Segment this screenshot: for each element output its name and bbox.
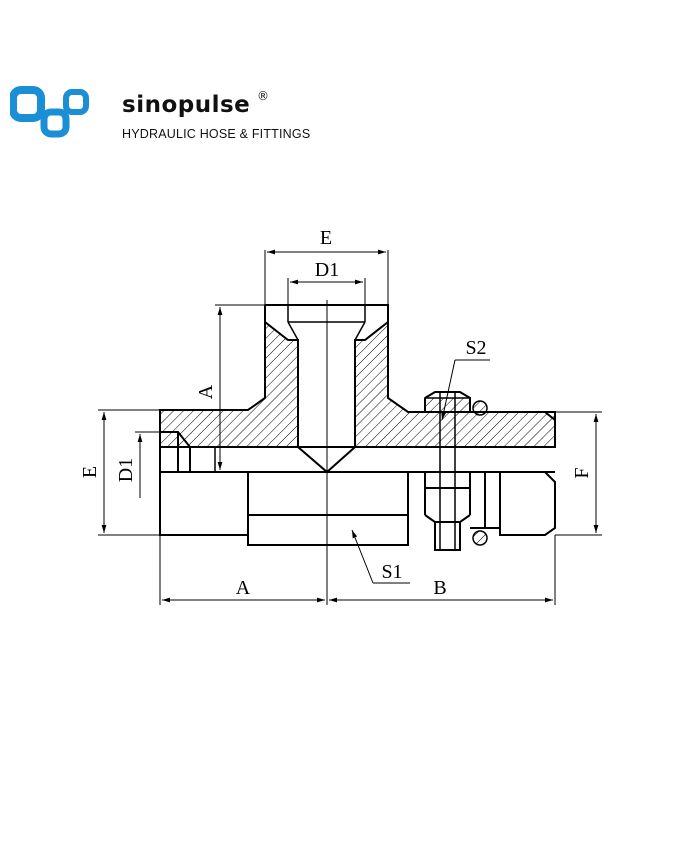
- registered-mark: ®: [257, 89, 269, 103]
- dim-label-a-vertical: A: [195, 384, 217, 399]
- dim-label-e-left: E: [79, 466, 101, 478]
- o-ring-top: [472, 400, 488, 416]
- body-section-left: [159, 305, 299, 448]
- dim-label-a-bottom: A: [236, 577, 251, 599]
- leader-label-s2: S2: [465, 337, 486, 359]
- dim-label-e-top: E: [320, 227, 332, 249]
- sinopulse-logo-icon: [10, 86, 89, 138]
- dim-label-b-bottom: B: [433, 577, 446, 599]
- dim-label-f-right: F: [571, 467, 593, 478]
- left-thread-end: [159, 410, 249, 536]
- leader-label-s1: S1: [381, 561, 402, 583]
- o-ring-bottom: [472, 530, 488, 546]
- dim-label-d1-left: D1: [115, 458, 137, 482]
- brand-tagline: HYDRAULIC HOSE & FITTINGS: [122, 127, 311, 141]
- dim-label-d1-top: D1: [315, 259, 339, 281]
- brand-name: sinopulse: [122, 92, 251, 118]
- right-thread-end: [470, 411, 556, 536]
- lower-body: [247, 471, 409, 546]
